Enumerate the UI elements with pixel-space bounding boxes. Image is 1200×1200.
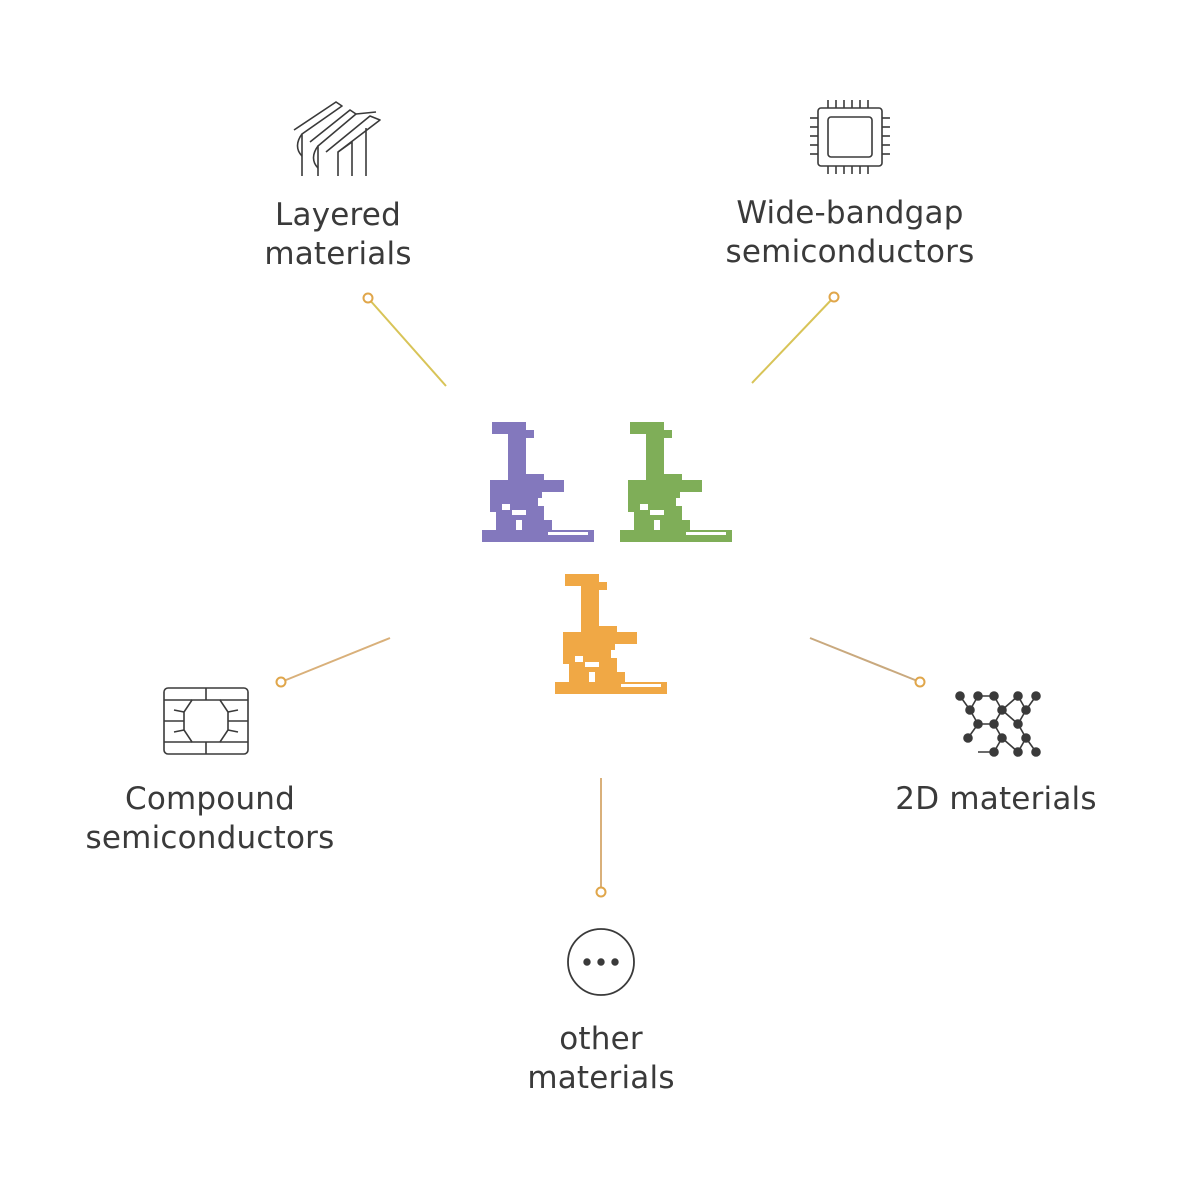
label-line: materials [527, 1060, 675, 1096]
label-line: Layered [275, 197, 401, 233]
label-line: 2D materials [895, 781, 1097, 817]
label-line: semiconductors [725, 234, 975, 270]
connector-compound [275, 637, 391, 688]
connector-layered [362, 292, 447, 387]
label-layered-materials: Layered materials [238, 196, 438, 274]
orange-machine [555, 574, 667, 694]
label-line: semiconductors [85, 820, 335, 856]
label-other-materials: other materials [501, 1020, 701, 1098]
label-line: Wide-bandgap [736, 195, 964, 231]
ellipsis-circle-icon [567, 928, 635, 996]
sim-chip-icon [163, 687, 249, 755]
label-line: materials [264, 236, 412, 272]
label-line: Compound [124, 781, 296, 817]
connector-other [595, 778, 607, 898]
green-machine [620, 422, 732, 542]
label-wide-bandgap: Wide-bandgap semiconductors [700, 194, 1000, 272]
label-compound-semiconductors: Compound semiconductors [60, 780, 360, 858]
layered-sheets-icon [293, 101, 381, 176]
hexagon-lattice-icon [955, 691, 1041, 757]
label-line: other [559, 1021, 643, 1057]
connector-2d [809, 637, 926, 688]
connector-wide-bandgap [751, 291, 840, 384]
label-2d-materials: 2D materials [876, 780, 1116, 819]
purple-machine [482, 422, 594, 542]
chip-icon [810, 100, 890, 174]
